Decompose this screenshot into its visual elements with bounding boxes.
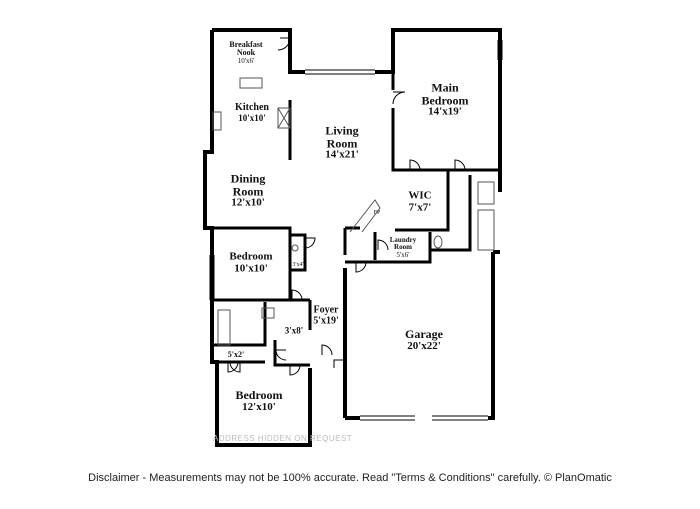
room-dims: 20'x22' — [407, 339, 441, 352]
room-dims: 10'x6' — [237, 56, 255, 65]
room-dims: 5'x6' — [396, 250, 410, 259]
doors — [227, 37, 466, 376]
room-label-fireplace: FP — [374, 210, 381, 216]
room-dims: 5'x19' — [313, 315, 339, 326]
room-name: Bedroom — [229, 250, 273, 263]
windows — [209, 40, 503, 421]
room-dims: 10'x10' — [238, 112, 266, 123]
room-name: Kitchen — [235, 102, 269, 114]
room-dims: 10'x10' — [234, 262, 268, 274]
room-name: Living Room — [325, 123, 359, 151]
room-dims: 12'x10' — [242, 400, 276, 413]
room-name: Breakfast Nook — [229, 39, 263, 58]
room-label-closet-small: 3'x4' — [292, 262, 303, 268]
room-name: Foyer — [313, 304, 339, 316]
room-dims: 7'x7' — [408, 201, 432, 213]
room-dims: 3'x4' — [292, 261, 304, 268]
room-label-garage: Garage 20'x22' — [405, 328, 443, 352]
room-name: Garage — [405, 326, 443, 341]
room-dims: 3'x8' — [284, 325, 304, 336]
room-name: FP — [373, 209, 381, 216]
room-name: Dining Room — [230, 171, 266, 199]
room-label-dining-room: Dining Room 12'x10' — [230, 171, 266, 210]
room-name: Laundry Room — [389, 235, 417, 252]
room-name: Bedroom — [235, 387, 283, 402]
room-label-kitchen: Kitchen 10'x10' — [235, 103, 269, 123]
room-label-main-bedroom: Main Bedroom 14'x19' — [421, 80, 469, 119]
room-dims: 14'x21' — [325, 148, 359, 161]
room-label-foyer: Foyer 5'x19' — [313, 304, 339, 327]
room-label-laundry-room: Laundry Room 5'x6' — [389, 235, 417, 259]
room-dims: 5'x2' — [227, 349, 245, 359]
exterior-walls — [203, 28, 502, 447]
room-label-closet-2: 5'x2' — [227, 349, 245, 359]
room-name: Main Bedroom — [421, 80, 469, 108]
room-label-bedroom-1: Bedroom 10'x10' — [229, 251, 272, 274]
room-label-living-room: Living Room 14'x21' — [325, 123, 359, 162]
address-watermark: ADDRESS HIDDEN ON REQUEST — [213, 434, 353, 443]
room-label-wic: WIC 7'x7' — [408, 190, 431, 213]
room-label-bedroom-2: Bedroom 12'x10' — [235, 389, 282, 413]
room-dims: 14'x19' — [428, 105, 462, 118]
room-name: WIC — [408, 189, 432, 202]
fixtures — [212, 77, 495, 346]
room-label-hall-bath: 3'x8' — [284, 325, 304, 336]
disclaimer-text: Disclaimer - Measurements may not be 100… — [88, 472, 612, 484]
interior-walls — [212, 72, 500, 367]
room-label-breakfast-nook: Breakfast Nook 10'x6' — [229, 39, 263, 65]
room-dims: 12'x10' — [231, 196, 265, 209]
